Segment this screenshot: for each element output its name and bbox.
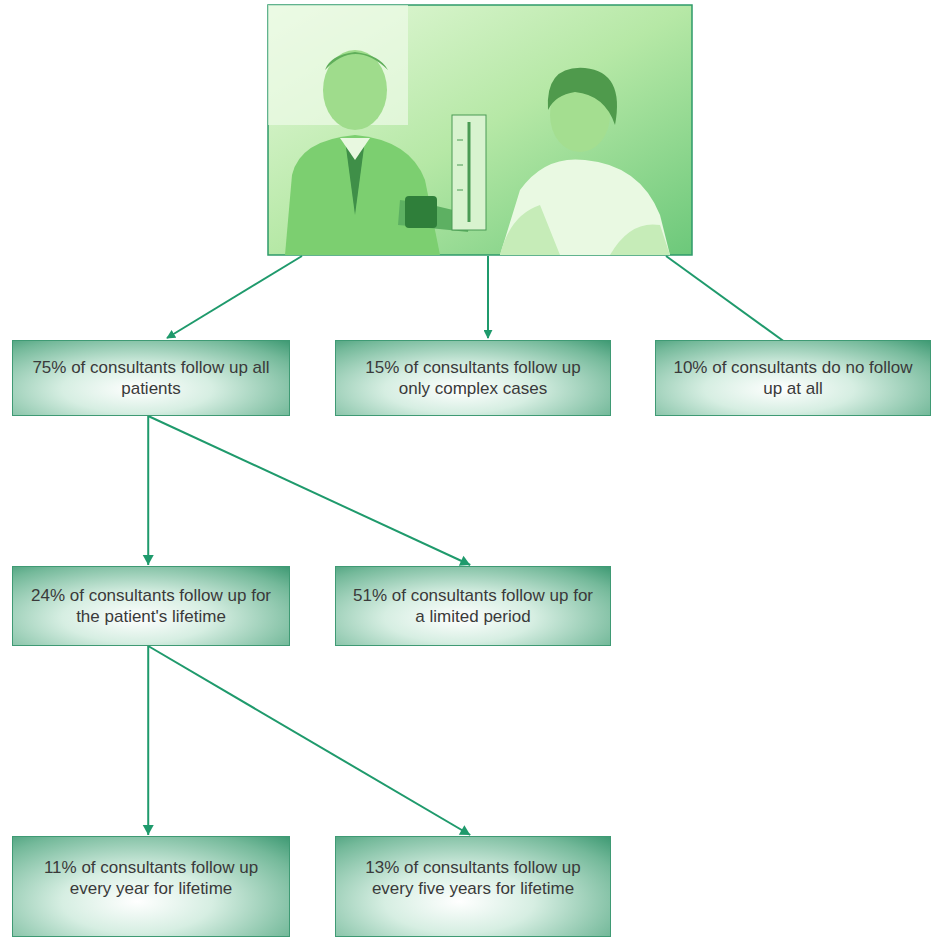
process-box: 24% of consultants follow up for the pat… xyxy=(12,566,290,646)
box-label: 11% of consultants follow up every year … xyxy=(13,857,289,899)
connector-arrow xyxy=(148,416,470,566)
process-box: 75% of consultants follow up all patient… xyxy=(12,340,290,416)
box-label: 13% of consultants follow up every five … xyxy=(336,857,610,899)
process-box: 51% of consultants follow up for a limit… xyxy=(335,566,611,646)
box-label: 51% of consultants follow up for a limit… xyxy=(336,585,610,627)
photo xyxy=(268,5,692,255)
box-label: 15% of consultants follow up only comple… xyxy=(336,357,610,399)
process-box: 11% of consultants follow up every year … xyxy=(12,836,290,937)
connector-arrow xyxy=(143,416,154,565)
box-label: 75% of consultants follow up all patient… xyxy=(13,357,289,399)
connector-arrow xyxy=(148,646,470,835)
connector-arrow xyxy=(143,646,154,835)
box-label: 24% of consultants follow up for the pat… xyxy=(13,585,289,627)
box-label: 10% of consultants do no follow up at al… xyxy=(656,357,930,399)
process-box: 13% of consultants follow up every five … xyxy=(335,836,611,937)
process-box: 10% of consultants do no follow up at al… xyxy=(655,340,931,416)
photo-arrows xyxy=(167,256,800,353)
process-box: 15% of consultants follow up only comple… xyxy=(335,340,611,416)
